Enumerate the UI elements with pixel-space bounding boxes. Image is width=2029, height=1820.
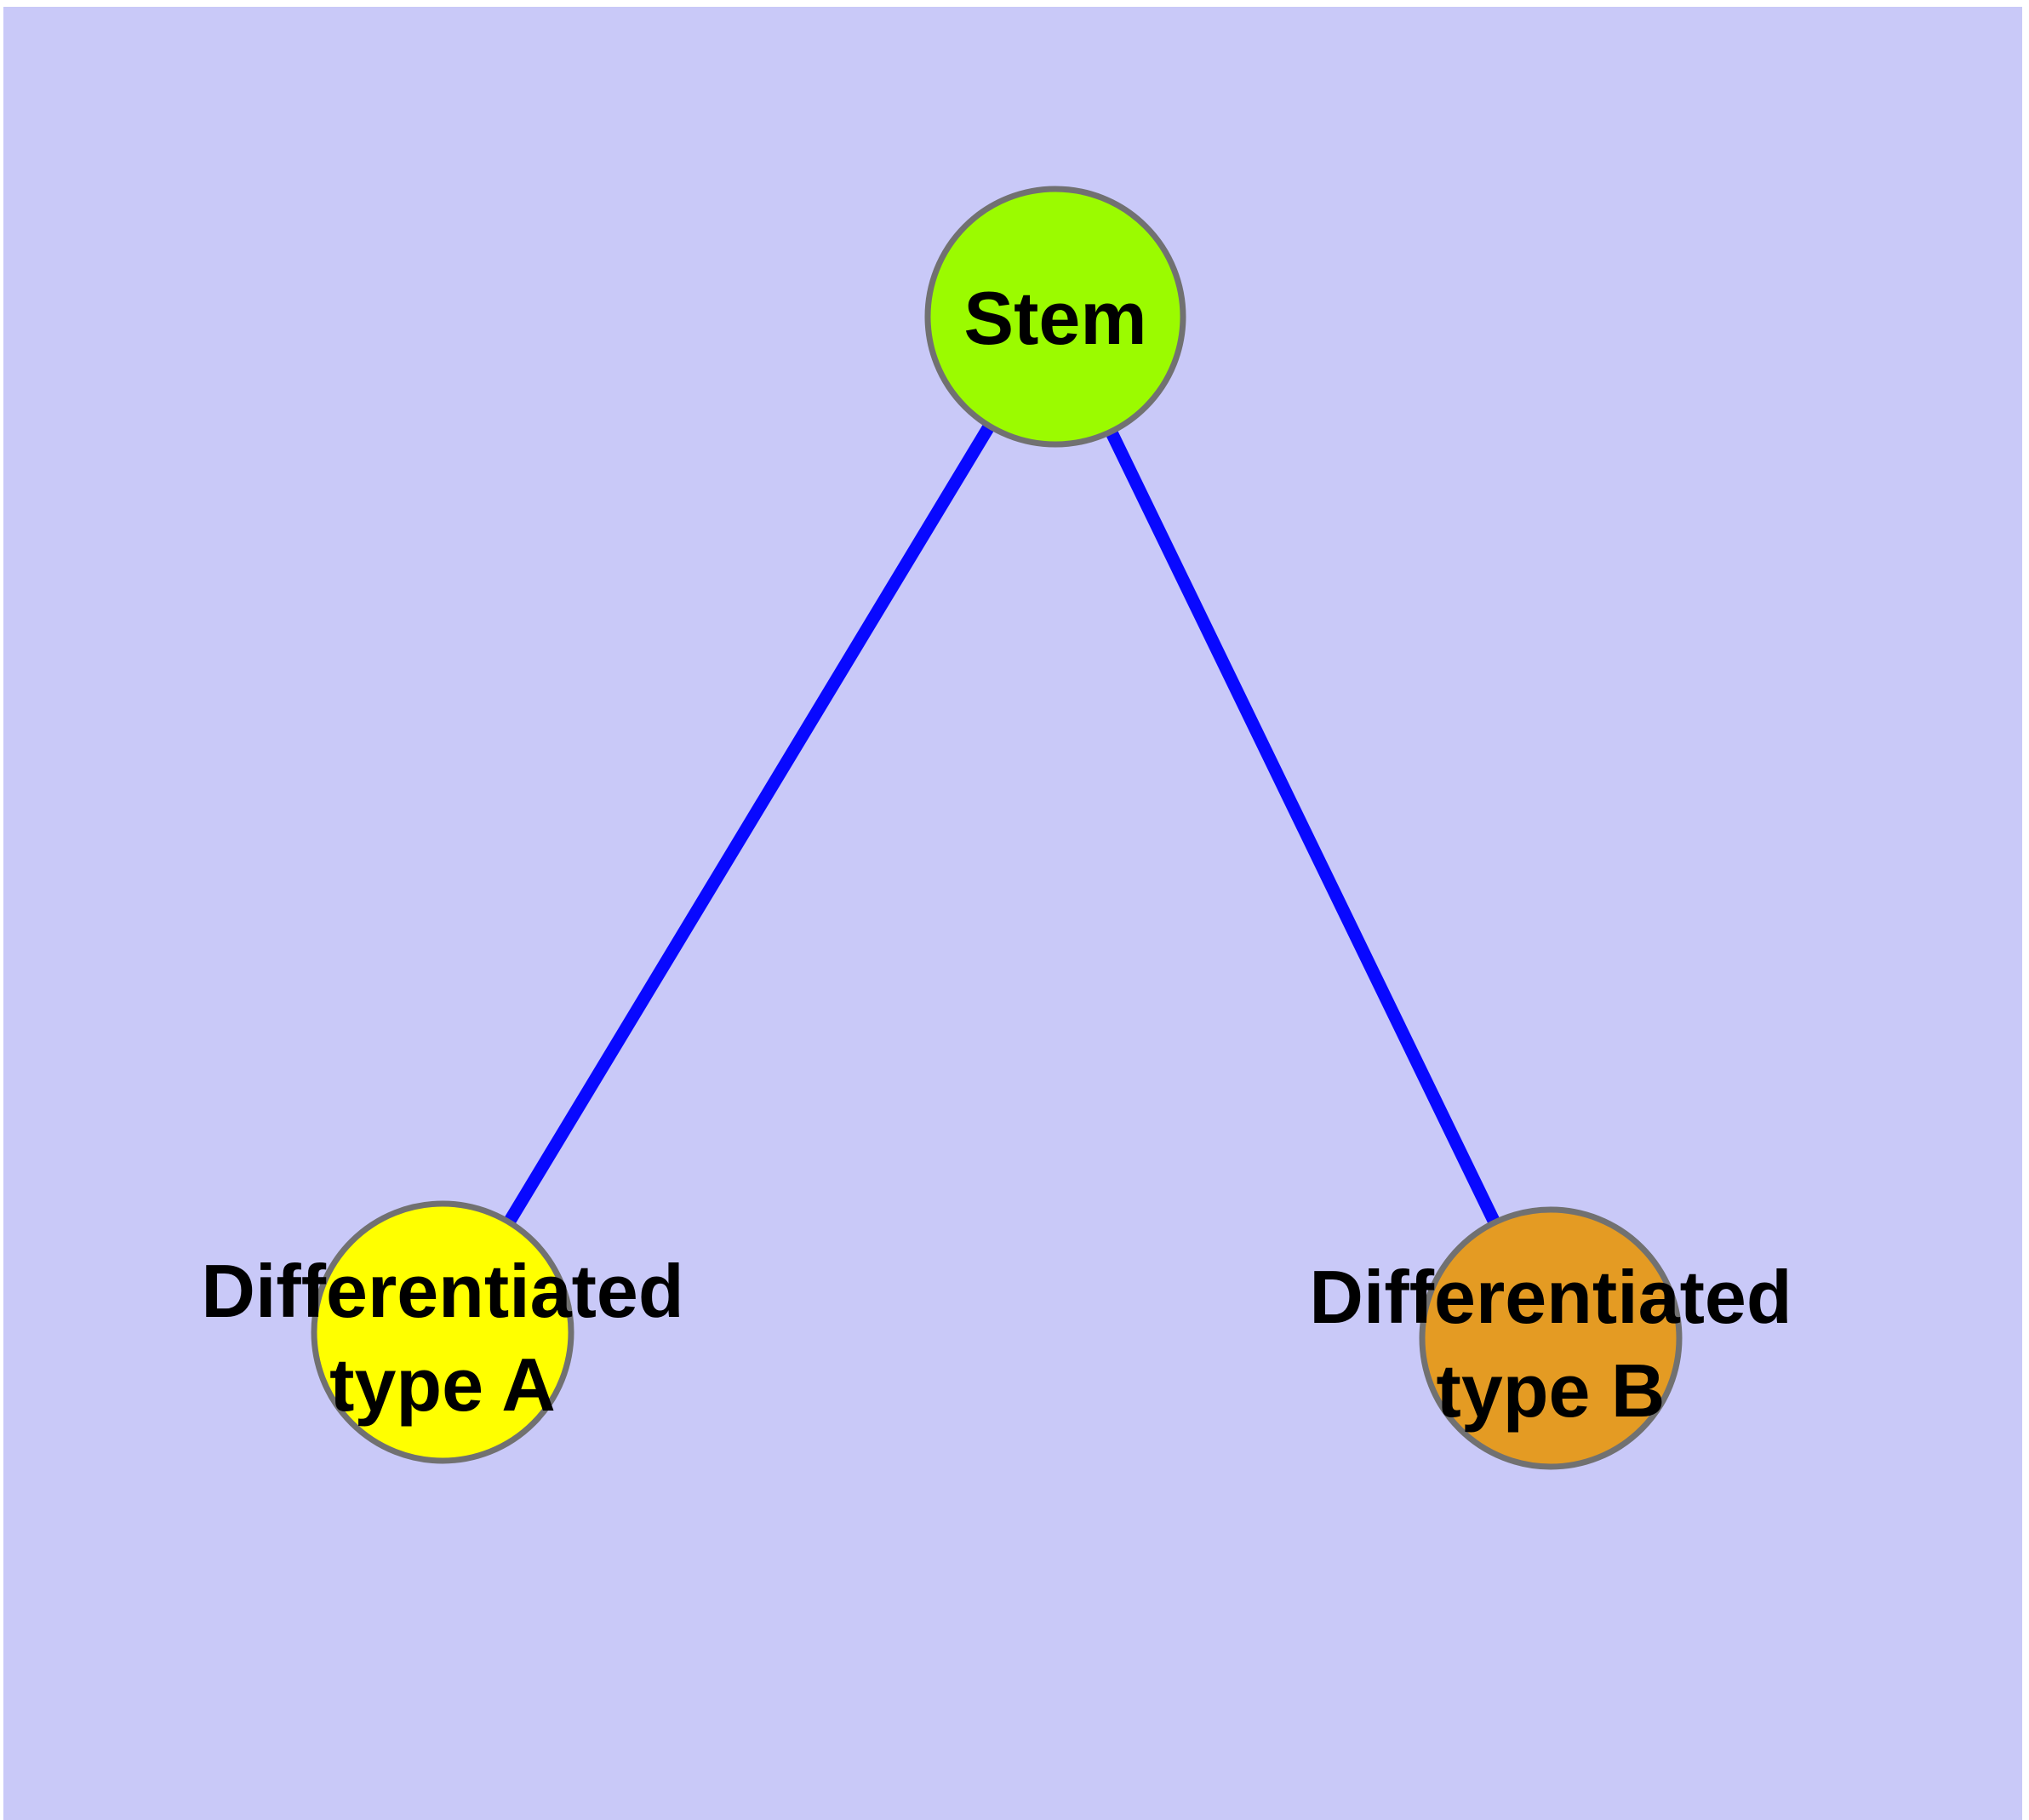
- type-b-node-label-line1: Differentiated: [1309, 1255, 1792, 1339]
- stem-node-label: Stem: [963, 276, 1146, 360]
- edge-stem-to-type-b: [1049, 313, 1557, 1342]
- type-b-node-label-line2: type B: [1437, 1348, 1666, 1433]
- type-a-node-circle: [311, 1200, 574, 1464]
- edge-stem-to-type-a: [437, 313, 1061, 1336]
- node-stem: Stem: [924, 186, 1186, 448]
- node-differentiated-type-a: Differentiated type A: [201, 1200, 684, 1464]
- type-b-node-circle: [1419, 1206, 1683, 1470]
- type-a-node-label-line1: Differentiated: [201, 1249, 683, 1333]
- type-a-node-label-line2: type A: [329, 1342, 556, 1427]
- node-differentiated-type-b: Differentiated type B: [1309, 1206, 1792, 1470]
- stem-node-circle: [924, 186, 1186, 448]
- edge-group: [437, 313, 1557, 1342]
